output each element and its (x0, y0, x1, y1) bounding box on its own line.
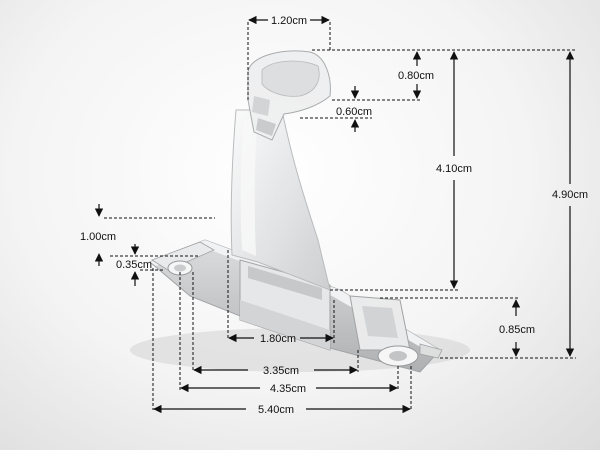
label-mid-length: 4.35cm (270, 383, 306, 395)
dimension-labels: 1.20cm 0.80cm 0.60cm 4.10cm 4.90cm 1.00c… (80, 15, 588, 416)
label-head-offset: 0.60cm (336, 106, 372, 118)
label-right-block-height: 0.85cm (499, 324, 535, 336)
bracket-part (130, 50, 470, 373)
label-head-height: 0.80cm (398, 70, 434, 82)
label-foot-rise: 1.00cm (80, 231, 116, 243)
label-slot-width: 1.80cm (260, 333, 296, 345)
label-arm-height: 4.10cm (436, 163, 472, 175)
label-total-height: 4.90cm (552, 189, 588, 201)
label-top-width: 1.20cm (271, 15, 307, 27)
dimension-lines (94, 15, 576, 414)
label-overall-length: 5.40cm (258, 404, 294, 416)
label-base-thickness: 0.35cm (116, 259, 152, 271)
label-inner-length: 3.35cm (263, 365, 299, 377)
